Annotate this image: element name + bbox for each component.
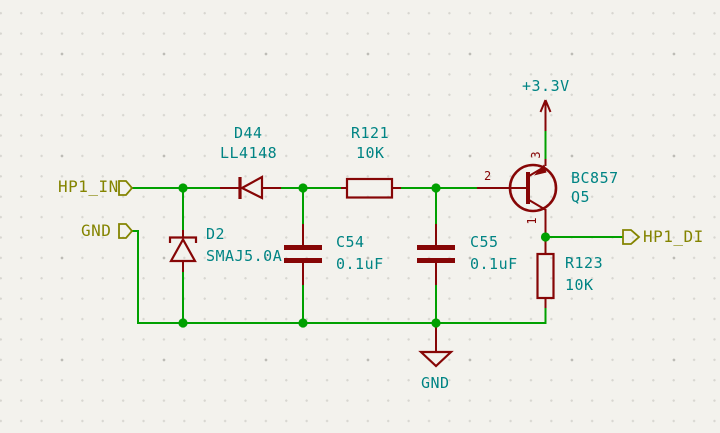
c55-value[interactable]: 0.1uF bbox=[470, 255, 518, 273]
d44-value[interactable]: LL4148 bbox=[220, 144, 278, 162]
gnd-net-label[interactable]: GND bbox=[81, 221, 112, 240]
power-arrow-right bbox=[544, 99, 552, 113]
q5-value[interactable]: BC857 bbox=[571, 169, 619, 187]
ground-triangle bbox=[418, 350, 454, 368]
transistor-q5[interactable] bbox=[477, 159, 558, 233]
diode-triangle bbox=[239, 175, 264, 200]
wire-net-ground-rail[interactable] bbox=[132, 230, 547, 324]
ground-symbol[interactable] bbox=[418, 325, 454, 368]
q5-pin-number-collector: 1 bbox=[525, 217, 539, 225]
transistor-emitter-arrow bbox=[534, 164, 547, 176]
hp1-in-label-glyph[interactable] bbox=[118, 180, 134, 196]
junction-dot bbox=[298, 318, 308, 328]
junction-dot bbox=[178, 318, 188, 328]
d44-reference[interactable]: D44 bbox=[234, 124, 263, 142]
junction-dot bbox=[431, 183, 441, 193]
power-flag-3v3[interactable] bbox=[539, 99, 552, 131]
r121-value[interactable]: 10K bbox=[356, 144, 385, 162]
q5-reference[interactable]: Q5 bbox=[571, 188, 591, 206]
vcc-label[interactable]: +3.3V bbox=[522, 77, 570, 95]
d2-value[interactable]: SMAJ5.0A bbox=[206, 247, 283, 265]
wire-net-hp1-di[interactable] bbox=[544, 232, 624, 242]
diode-d44[interactable] bbox=[220, 175, 281, 200]
d2-reference[interactable]: D2 bbox=[206, 225, 226, 243]
junction-dot bbox=[178, 183, 188, 193]
power-arrow-left bbox=[539, 99, 547, 113]
transistor-collector-line bbox=[528, 199, 546, 211]
hp1-di-net-label[interactable]: HP1_DI bbox=[643, 227, 704, 246]
junction-dot bbox=[298, 183, 308, 193]
resistor-body bbox=[345, 177, 394, 199]
gnd-label-glyph[interactable] bbox=[118, 223, 134, 239]
gnd-symbol-label[interactable]: GND bbox=[421, 374, 450, 392]
resistor-r123[interactable] bbox=[536, 241, 555, 308]
c54-reference[interactable]: C54 bbox=[336, 233, 365, 251]
r123-reference[interactable]: R123 bbox=[565, 254, 604, 272]
hp1-in-net-label[interactable]: HP1_IN bbox=[58, 177, 119, 196]
resistor-r121[interactable] bbox=[341, 177, 401, 199]
c54-value[interactable]: 0.1uF bbox=[336, 255, 384, 273]
resistor-body bbox=[536, 252, 555, 300]
r123-value[interactable]: 10K bbox=[565, 276, 594, 294]
junction-dot bbox=[431, 318, 441, 328]
capacitor-c55[interactable] bbox=[417, 224, 455, 285]
junction-dots bbox=[178, 183, 551, 328]
diode-triangle bbox=[169, 237, 197, 263]
q5-pin-number-emitter: 3 bbox=[529, 151, 543, 159]
hp1-di-label-glyph[interactable] bbox=[622, 229, 641, 245]
r121-reference[interactable]: R121 bbox=[351, 124, 390, 142]
diode-d2[interactable] bbox=[168, 230, 198, 272]
wire-net-hp1-in[interactable] bbox=[132, 187, 477, 230]
capacitor-c54[interactable] bbox=[284, 224, 322, 285]
c55-reference[interactable]: C55 bbox=[470, 233, 499, 251]
q5-pin-number-base: 2 bbox=[484, 169, 492, 183]
junction-dot bbox=[540, 232, 551, 242]
